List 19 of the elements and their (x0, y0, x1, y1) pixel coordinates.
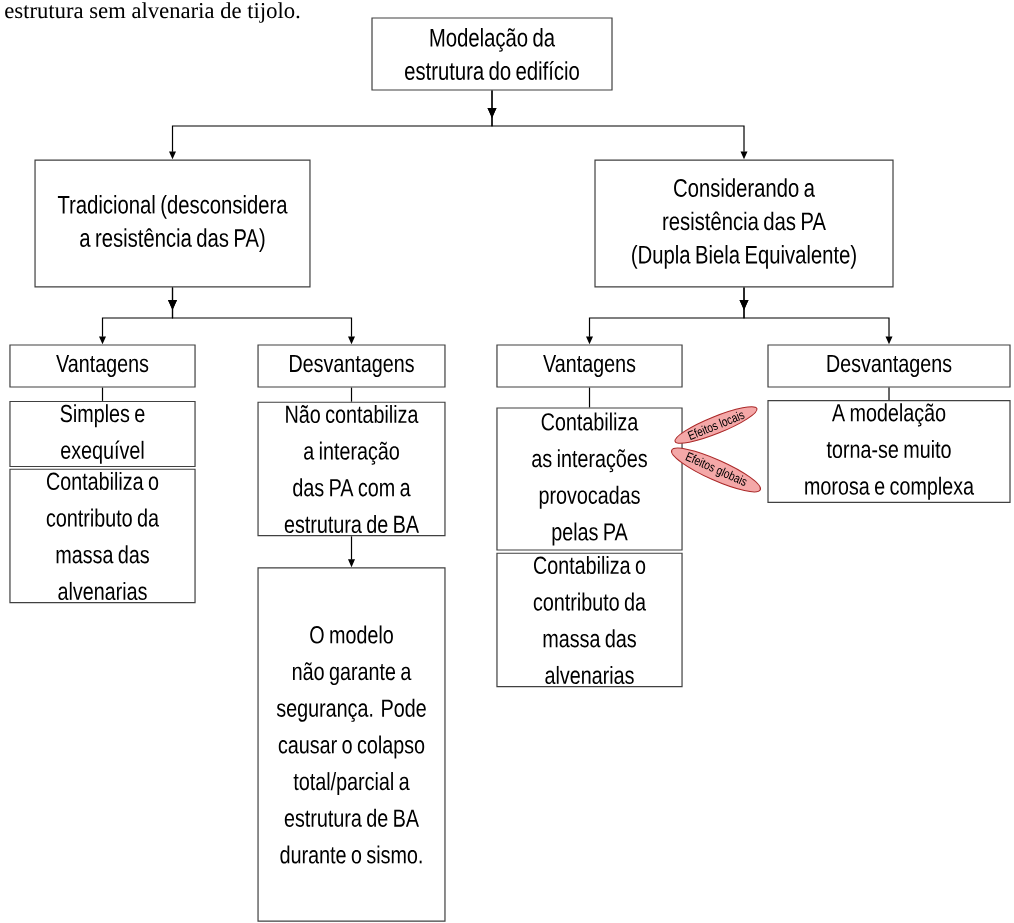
connector-line (101, 387, 104, 402)
connector-line (350, 387, 353, 403)
header-box: Vantagens (9, 344, 196, 388)
text-box: Considerando a resistência das PA (Dupla Biela Equivalente) (594, 159, 894, 288)
header-box: Vantagens (496, 344, 683, 388)
text-box: A modelação torna-se muito morosa e complexa (767, 400, 1011, 503)
connector-line (588, 387, 591, 408)
connector-line (888, 387, 890, 401)
text-box: Não contabiliza a interação das PA com a estrutura de BA (257, 401, 446, 537)
caption-text: estrutura sem alvenaria de tijolo. (5, 2, 300, 23)
header-box: Desvantagens (257, 344, 446, 388)
text-box: Contabiliza o contributo da massa das alvenarias (496, 552, 683, 688)
text-box: Simples e exequível (9, 400, 196, 468)
text-box: O modelo não garante a segurança. Pode causar o colapso total/parcial a estrutura de BA durante o sismo. (257, 567, 446, 922)
text-box: Modelação da estrutura do edifício (371, 17, 613, 91)
text-box: Tradicional (desconsidera a resistência das PA) (34, 159, 311, 288)
header-box: Desvantagens (767, 344, 1011, 388)
text-box: Contabiliza as interações provocadas pelas PA (496, 407, 683, 551)
text-box: Contabiliza o contributo da massa das alvenarias (9, 468, 196, 604)
